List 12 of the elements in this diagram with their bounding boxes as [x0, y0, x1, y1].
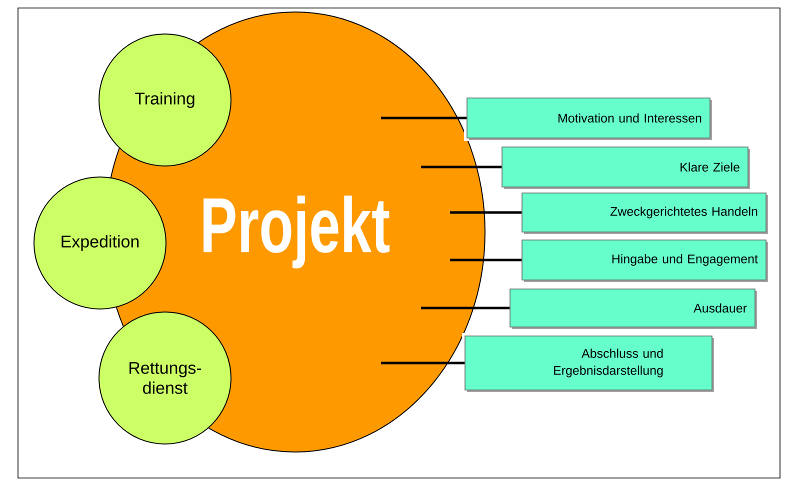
label-box: Klare Ziele: [502, 146, 748, 188]
label-box: Hingabe und Engagement: [522, 240, 766, 280]
label-box: Motivation und Interessen: [466, 98, 710, 138]
connector-line: [381, 362, 465, 364]
connector-line: [450, 258, 522, 262]
connector-line: [450, 211, 522, 214]
connector-line: [381, 116, 467, 120]
connector-line: [421, 166, 502, 168]
label-box: Ausdauer: [510, 288, 756, 328]
connector-line: [421, 306, 510, 310]
label-box: Zweckgerichtetes Handeln: [522, 192, 766, 232]
label-box: Abschluss und Ergebnisdarstellung: [464, 336, 712, 390]
